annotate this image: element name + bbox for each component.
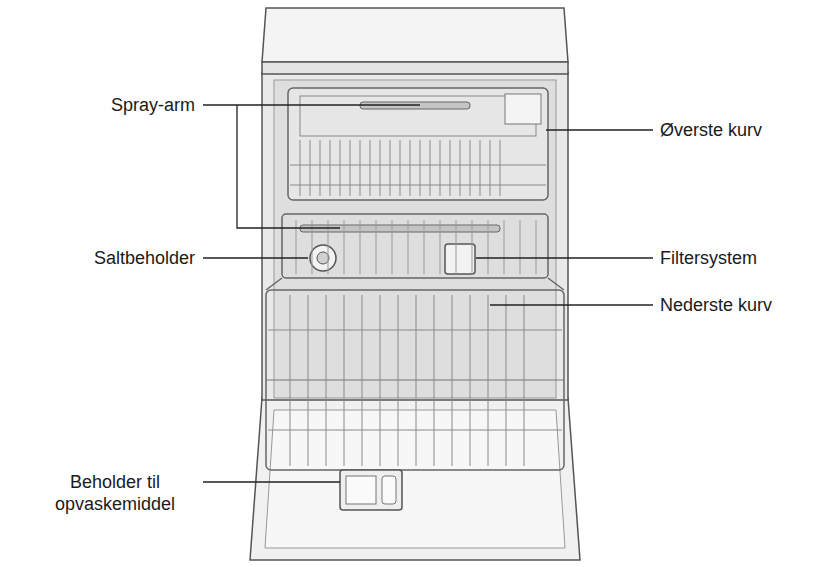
detergent-container — [340, 470, 402, 510]
basket-wire — [310, 140, 311, 196]
basket-wire — [360, 220, 361, 274]
basket-wire — [400, 140, 401, 196]
basket-wire — [506, 295, 507, 466]
basket-wire — [398, 295, 399, 466]
basket-wire — [370, 140, 371, 196]
part-label: Filtersystem — [660, 247, 757, 269]
basket-wire — [480, 140, 481, 196]
cavity — [274, 80, 556, 398]
basket-wire — [472, 220, 473, 274]
basket-wire — [450, 140, 451, 196]
door — [250, 398, 580, 560]
basket-wire — [344, 295, 345, 466]
basket-wire — [456, 220, 457, 274]
basket-wire — [392, 220, 393, 274]
part-label: Nederste kurv — [660, 294, 772, 316]
basket-wire — [290, 185, 546, 186]
basket-wire — [408, 220, 409, 274]
basket-wire — [376, 220, 377, 274]
basket-wire — [268, 330, 562, 331]
basket-wire — [488, 295, 489, 466]
basket-wire — [460, 140, 461, 196]
basket-wire — [380, 140, 381, 196]
basket-wire — [488, 220, 489, 274]
basket-wire — [504, 220, 505, 274]
door-inner-panel — [265, 410, 565, 548]
part-label: Øverste kurv — [660, 119, 762, 141]
basket-wire — [500, 140, 501, 196]
basket-wire — [326, 295, 327, 466]
filter — [445, 244, 475, 274]
cutlery-tray — [505, 94, 541, 124]
worktop-edge — [262, 62, 568, 74]
basket-wire — [320, 140, 321, 196]
basket-wire — [390, 140, 391, 196]
part-label: Saltbeholder — [94, 247, 195, 269]
basket-wire — [350, 140, 351, 196]
basket-wire — [362, 295, 363, 466]
basket-wire — [340, 140, 341, 196]
basket-wire — [440, 220, 441, 274]
basket-wire — [360, 140, 361, 196]
basket-wire — [344, 220, 345, 274]
basket-wire — [268, 430, 562, 431]
basket-wire — [424, 220, 425, 274]
basket-wire — [330, 140, 331, 196]
basket-wire — [290, 295, 291, 466]
part-label: Beholder til opvaskemiddel — [35, 471, 195, 515]
salt-container — [310, 245, 336, 271]
basket-wire — [420, 140, 421, 196]
basket-wire — [290, 165, 546, 166]
part-label: Spray-arm — [111, 94, 195, 116]
basket-wire — [536, 220, 537, 274]
basket-wire — [470, 140, 471, 196]
basket-wire — [308, 295, 309, 466]
basket-wire — [470, 295, 471, 466]
basket-wire — [520, 220, 521, 274]
leader-lines — [203, 105, 653, 482]
basket-wire — [524, 295, 525, 466]
lower-basket — [266, 214, 564, 470]
worktop — [262, 8, 568, 62]
basket-wire — [410, 140, 411, 196]
basket-wire — [440, 140, 441, 196]
basket-wire — [380, 295, 381, 466]
basket-wire — [300, 140, 301, 196]
basket-wire — [434, 295, 435, 466]
basket-wire — [430, 140, 431, 196]
basket-wire — [490, 140, 491, 196]
basket-wire — [416, 295, 417, 466]
basket-wire — [452, 295, 453, 466]
